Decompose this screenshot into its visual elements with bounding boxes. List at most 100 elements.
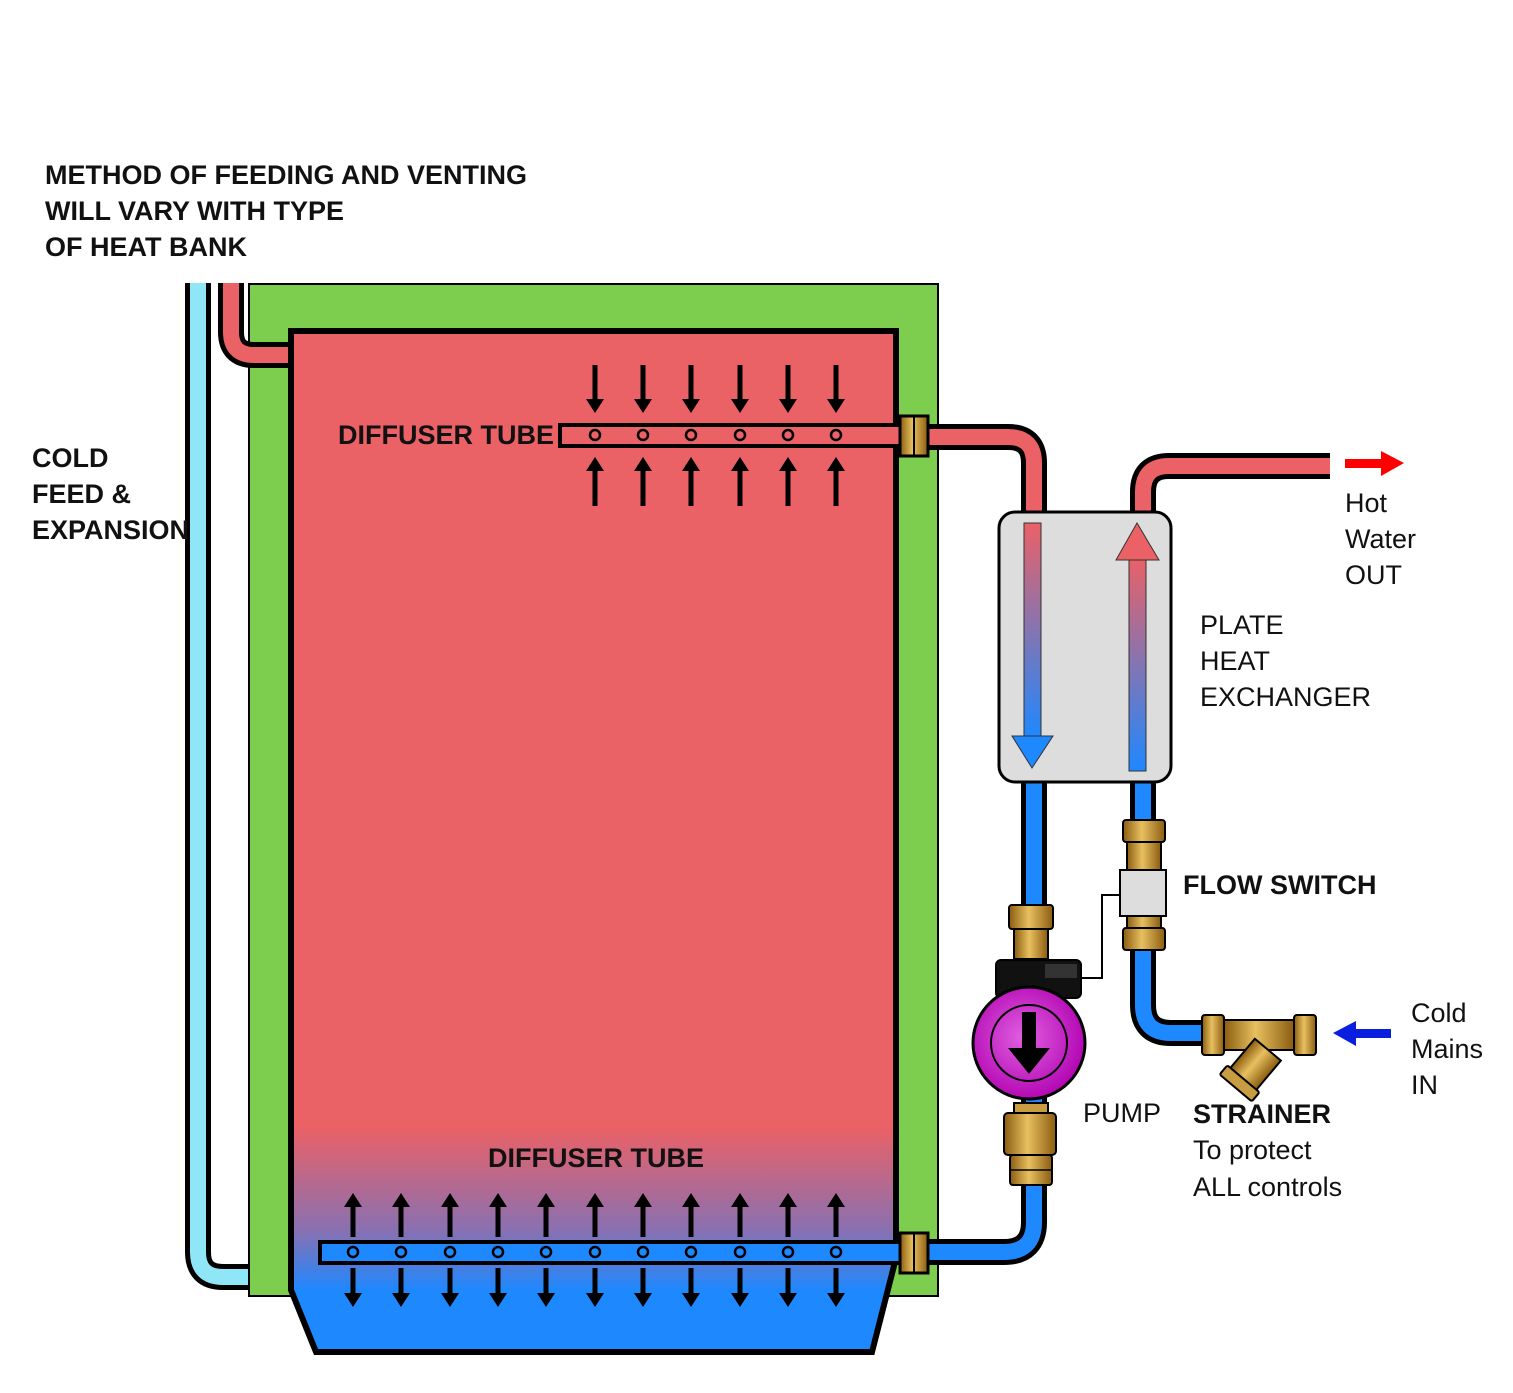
arrow-up-icon (682, 457, 700, 506)
bottom-diffuser-holes (346, 1245, 843, 1259)
hot-water-out-label-line-1: Hot (1345, 488, 1388, 518)
cold-mains-pipe (1130, 780, 1310, 1046)
hot-flow-pipe (925, 424, 1047, 512)
diffuser-hole (491, 1245, 505, 1259)
arrow-up-icon (586, 457, 604, 506)
arrow-up-icon (441, 1193, 459, 1237)
arrow-down-icon (827, 1268, 845, 1307)
venting-note: METHOD OF FEEDING AND VENTING WILL VARY … (45, 160, 535, 262)
strainer-title: STRAINER (1193, 1099, 1331, 1129)
cold-feed-label-line-2: FEED & (32, 479, 131, 509)
arrow-up-icon (586, 1193, 604, 1237)
cold-feed-label-line-3: EXPANSION (32, 515, 189, 545)
cold-mains-in-label-line-1: Cold (1411, 998, 1467, 1028)
diffuser-hole (636, 1245, 650, 1259)
plate-heat-exchanger-label: PLATE HEAT EXCHANGER (1200, 610, 1371, 712)
arrow-down-icon (634, 365, 652, 413)
hot-water-out-label: Hot Water OUT (1345, 488, 1424, 590)
plate-heat-exchanger-label-line-3: EXCHANGER (1200, 682, 1371, 712)
diffuser-hole (781, 428, 795, 442)
arrow-down-icon (586, 1268, 604, 1307)
arrow-up-icon (344, 1193, 362, 1237)
arrow-up-icon (731, 457, 749, 506)
diffuser-hole (781, 1245, 795, 1259)
diffuser-hole (588, 428, 602, 442)
cold-feed-label-line-1: COLD (32, 443, 109, 473)
top-diffuser-holes (588, 428, 843, 442)
plate-heat-exchanger-label-line-2: HEAT (1200, 646, 1270, 676)
arrow-up-icon (827, 1193, 845, 1237)
arrow-down-icon (827, 365, 845, 413)
arrow-down-icon (731, 1268, 749, 1307)
diffuser-hole (394, 1245, 408, 1259)
cold-return-pipe (925, 780, 1047, 1265)
arrow-down-icon (344, 1268, 362, 1307)
arrow-up-icon (779, 457, 797, 506)
diffuser-hole (588, 1245, 602, 1259)
bottom-diffuser-tube (318, 1240, 912, 1265)
cold-mains-in-arrow-icon (1333, 1021, 1391, 1046)
arrow-up-icon (827, 457, 845, 506)
diffuser-hole (443, 1245, 457, 1259)
bottom-diffuser-label: DIFFUSER TUBE (488, 1143, 704, 1173)
arrow-down-icon (634, 1268, 652, 1307)
arrow-down-icon (392, 1268, 410, 1307)
strainer (1201, 1014, 1317, 1102)
diffuser-hole (539, 1245, 553, 1259)
diffuser-hole (684, 428, 698, 442)
exchanger-down-arrow-icon (1011, 522, 1054, 769)
strainer-description-line-1: To protect (1193, 1135, 1312, 1165)
hot-water-out-label-line-3: OUT (1345, 560, 1402, 590)
arrow-down-icon (489, 1268, 507, 1307)
arrow-down-icon (731, 365, 749, 413)
arrow-up-icon (634, 457, 652, 506)
flow-switch (1119, 819, 1167, 951)
top-diffuser-arrows (586, 365, 845, 506)
diffuser-hole (733, 1245, 747, 1259)
top-diffuser-label: DIFFUSER TUBE (338, 420, 554, 450)
arrow-up-icon (634, 1193, 652, 1237)
cold-feed-pipe (185, 283, 300, 1290)
arrow-down-icon (682, 365, 700, 413)
pump-label: PUMP (1083, 1098, 1161, 1128)
arrow-up-icon (779, 1193, 797, 1237)
flow-switch-wire (1080, 894, 1122, 979)
cold-feed-label: COLD FEED & EXPANSION (32, 443, 189, 545)
top-tank-fitting (898, 414, 930, 458)
hot-water-out-pipe (1130, 453, 1330, 512)
cold-mains-in-label: Cold Mains IN (1411, 998, 1491, 1100)
diffuser-hole (829, 428, 843, 442)
arrow-up-icon (682, 1193, 700, 1237)
exchanger-up-arrow-icon (1115, 522, 1160, 772)
diffuser-hole (684, 1245, 698, 1259)
arrow-up-icon (392, 1193, 410, 1237)
pump-arrow-down-icon (1008, 1012, 1050, 1074)
arrow-up-icon (537, 1193, 555, 1237)
plate-heat-exchanger-label-line-1: PLATE (1200, 610, 1284, 640)
arrow-down-icon (586, 365, 604, 413)
pump (971, 904, 1087, 1186)
arrow-down-icon (441, 1268, 459, 1307)
strainer-description-line-2: ALL controls (1193, 1172, 1342, 1202)
plate-heat-exchanger (997, 510, 1173, 784)
venting-note-line-3: OF HEAT BANK (45, 232, 247, 262)
venting-note-line-1: METHOD OF FEEDING AND VENTING (45, 160, 527, 190)
arrow-up-icon (731, 1193, 749, 1237)
vent-pipe (218, 283, 300, 368)
hot-water-out-arrow-icon (1345, 451, 1404, 476)
diffuser-hole (829, 1245, 843, 1259)
flow-switch-label: FLOW SWITCH (1183, 870, 1376, 900)
hot-water-out-label-line-2: Water (1345, 524, 1416, 554)
strainer-description: To protect ALL controls (1193, 1135, 1342, 1202)
diffuser-hole (636, 428, 650, 442)
arrow-down-icon (682, 1268, 700, 1307)
heat-bank-tank (288, 328, 899, 1355)
diffuser-hole (346, 1245, 360, 1259)
diffuser-hole (733, 428, 747, 442)
bottom-tank-fitting (898, 1231, 930, 1275)
arrow-up-icon (489, 1193, 507, 1237)
arrow-down-icon (779, 365, 797, 413)
cold-mains-in-label-line-3: IN (1411, 1070, 1438, 1100)
